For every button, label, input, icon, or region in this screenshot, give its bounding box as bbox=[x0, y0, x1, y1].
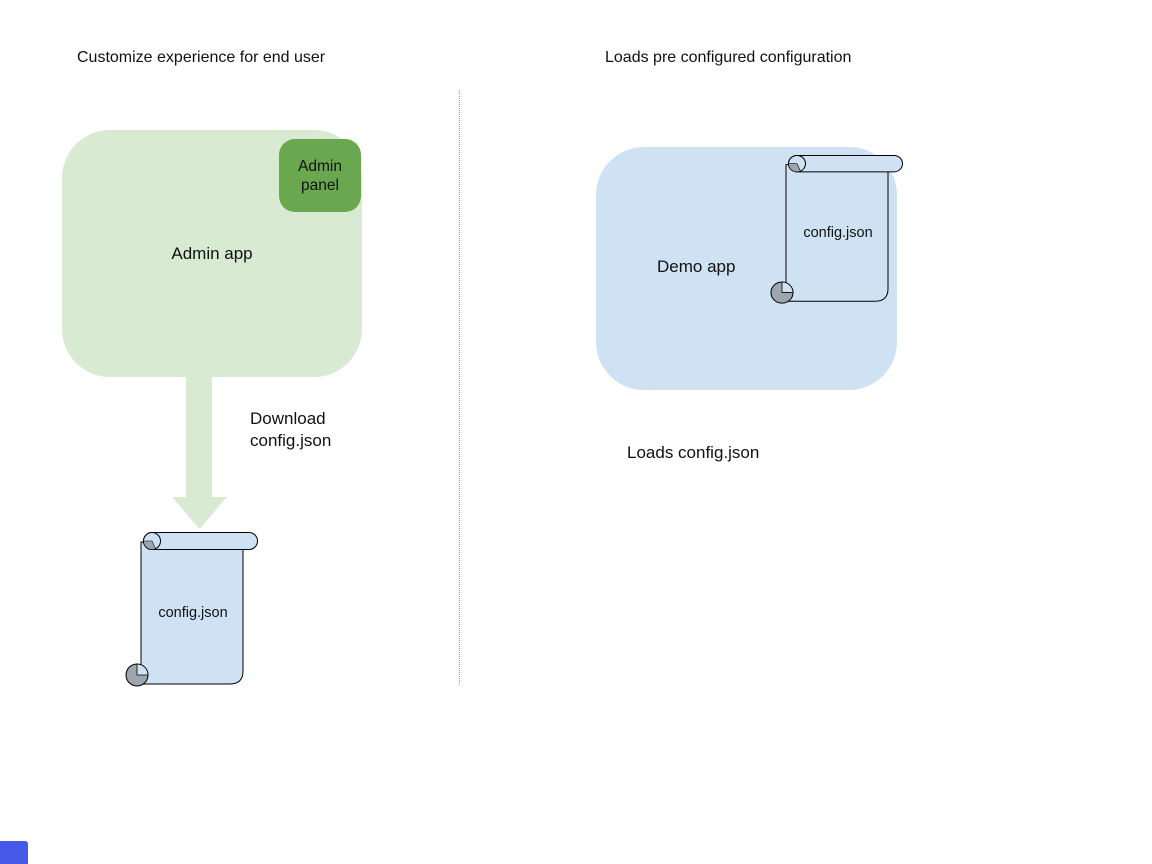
scroll-shape-icon bbox=[770, 155, 903, 304]
config-json-scroll-left: config.json bbox=[125, 532, 260, 690]
config-file-label-left: config.json bbox=[158, 605, 228, 621]
left-section-title: Customize experience for end user bbox=[77, 49, 326, 66]
admin-panel-label: Admin panel bbox=[298, 157, 342, 194]
loads-config-caption: Loads config.json bbox=[627, 443, 760, 462]
config-file-label-right: config.json bbox=[803, 225, 873, 241]
download-arrow-icon bbox=[172, 377, 227, 529]
download-config-label: Download config.json bbox=[250, 408, 331, 452]
demo-app-label: Demo app bbox=[657, 257, 736, 276]
download-config-label-line2: config.json bbox=[250, 431, 332, 450]
scroll-shape-icon bbox=[125, 532, 258, 687]
download-config-label-line1: Download bbox=[250, 409, 326, 428]
config-json-scroll-right: config.json bbox=[770, 155, 905, 307]
right-section-title: Loads pre configured configuration bbox=[605, 49, 852, 66]
section-divider-line bbox=[459, 90, 460, 685]
admin-panel-box: Admin panel bbox=[279, 139, 361, 212]
admin-app-label: Admin app bbox=[171, 243, 253, 263]
blue-corner-square-shape bbox=[0, 841, 28, 864]
